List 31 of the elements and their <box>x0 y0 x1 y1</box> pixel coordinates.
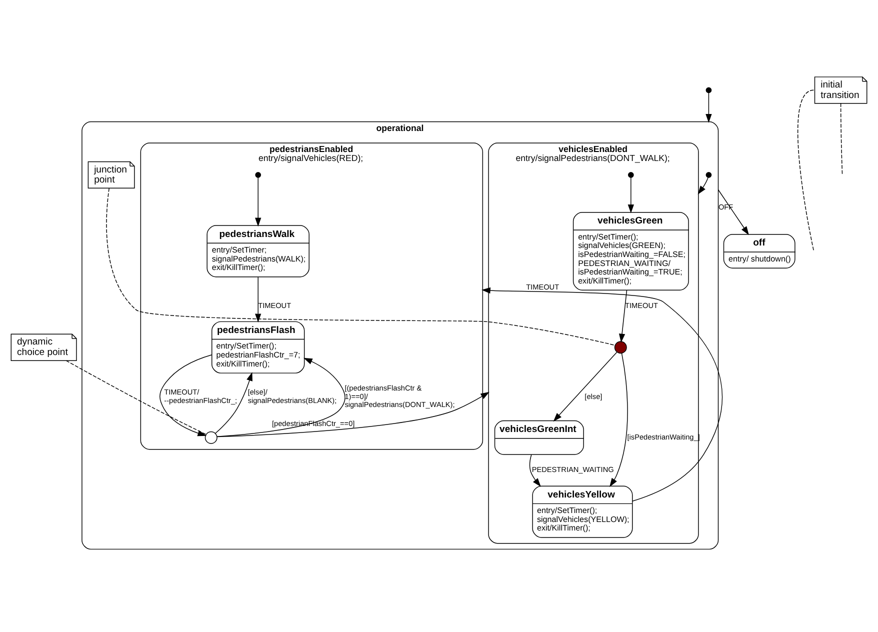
arrow <box>160 354 212 436</box>
edge-label: PEDESTRIAN_WAITING <box>532 465 614 474</box>
arrow <box>529 454 541 487</box>
edge-label: [else]/ signalPedestrians(BLANK); <box>248 388 337 405</box>
arrow <box>618 290 628 343</box>
arrow <box>610 352 628 487</box>
edge-label: TIMEOUT <box>526 282 560 292</box>
arrow <box>553 352 618 422</box>
arrow <box>706 92 712 123</box>
arrow <box>216 358 346 437</box>
edge-label: [(pedestriansFlashCtr & 1)==0]/ signalPedestrians(DONT_WALK); <box>344 384 455 409</box>
node-circle <box>706 172 712 178</box>
node-circle <box>255 172 262 178</box>
arrow <box>482 287 723 502</box>
arrow <box>214 372 252 434</box>
connector <box>66 360 206 435</box>
arrow <box>255 276 262 323</box>
connector <box>797 90 814 251</box>
edge-label: [else] <box>584 392 602 401</box>
arrow <box>698 177 708 195</box>
node-circle <box>204 431 218 444</box>
arrow <box>628 177 634 214</box>
arrow <box>718 189 749 236</box>
arrow <box>255 177 262 227</box>
edge-label: TIMEOUT/ --pedestrianFlashCtr_; <box>164 388 238 405</box>
connector <box>840 102 843 174</box>
edge-label: TIMEOUT <box>625 300 658 310</box>
node-circle <box>614 341 627 354</box>
node-circle <box>706 87 712 94</box>
node-circle <box>628 172 634 178</box>
connector <box>106 188 616 346</box>
